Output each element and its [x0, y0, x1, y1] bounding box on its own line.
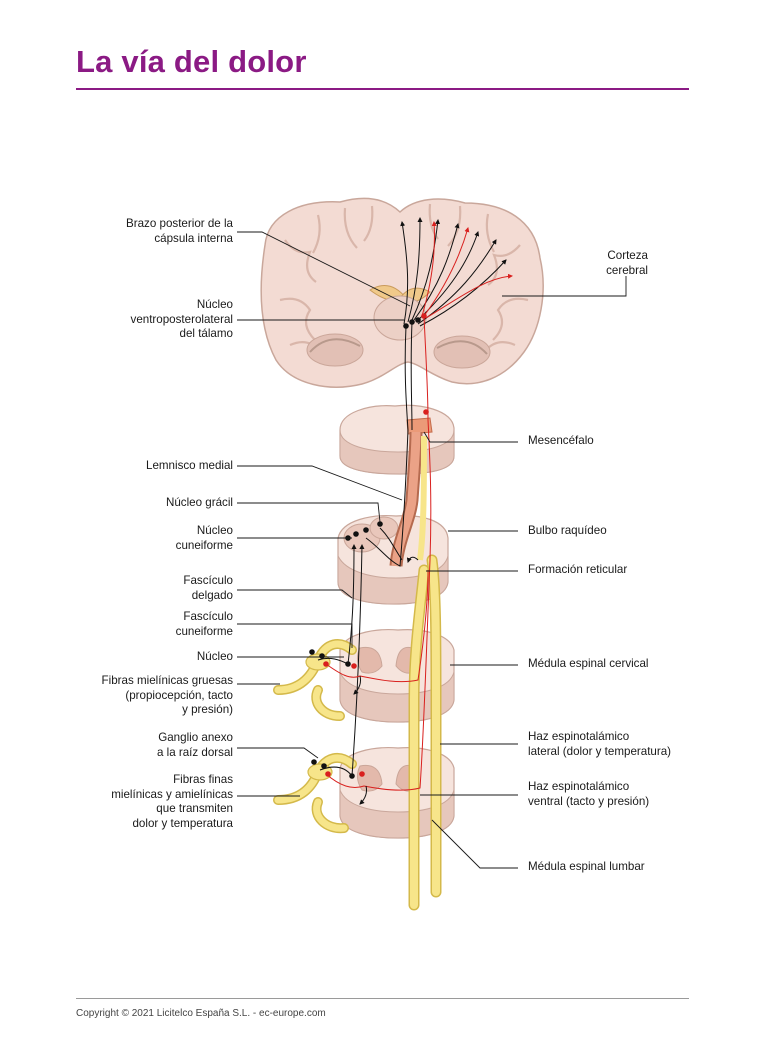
brain-outline — [260, 197, 544, 388]
brain-section — [260, 197, 544, 388]
footer-divider — [76, 998, 689, 999]
midbrain — [339, 404, 455, 475]
label-mesencefalo: Mesencéfalo — [528, 434, 594, 447]
label-formacion-reticular: Formación reticular — [528, 563, 628, 576]
label-lemnisco-medial: Lemnisco medial — [146, 459, 233, 472]
title-divider — [76, 88, 689, 90]
label-nucleo-gracil: Núcleo grácil — [165, 496, 233, 509]
dorsal-root-ganglion-cervical — [305, 653, 331, 671]
copyright-text: Copyright © 2021 Licitelco España S.L. -… — [76, 1008, 326, 1019]
label-medula-cervical: Médula espinal cervical — [528, 657, 649, 670]
label-bulbo-raquideo: Bulbo raquídeo — [528, 524, 607, 537]
label-fibras-mielinicas-gruesas: Fibras mielínicas gruesas(propiocepción,… — [101, 674, 233, 716]
label-medula-lumbar: Médula espinal lumbar — [528, 860, 645, 873]
spinothalamic-tracts — [408, 554, 442, 911]
leader-lines — [237, 231, 627, 869]
page-title: La vía del dolor — [76, 44, 307, 79]
cervical-cord — [339, 629, 455, 723]
label-nucleo: Núcleo — [196, 650, 233, 663]
